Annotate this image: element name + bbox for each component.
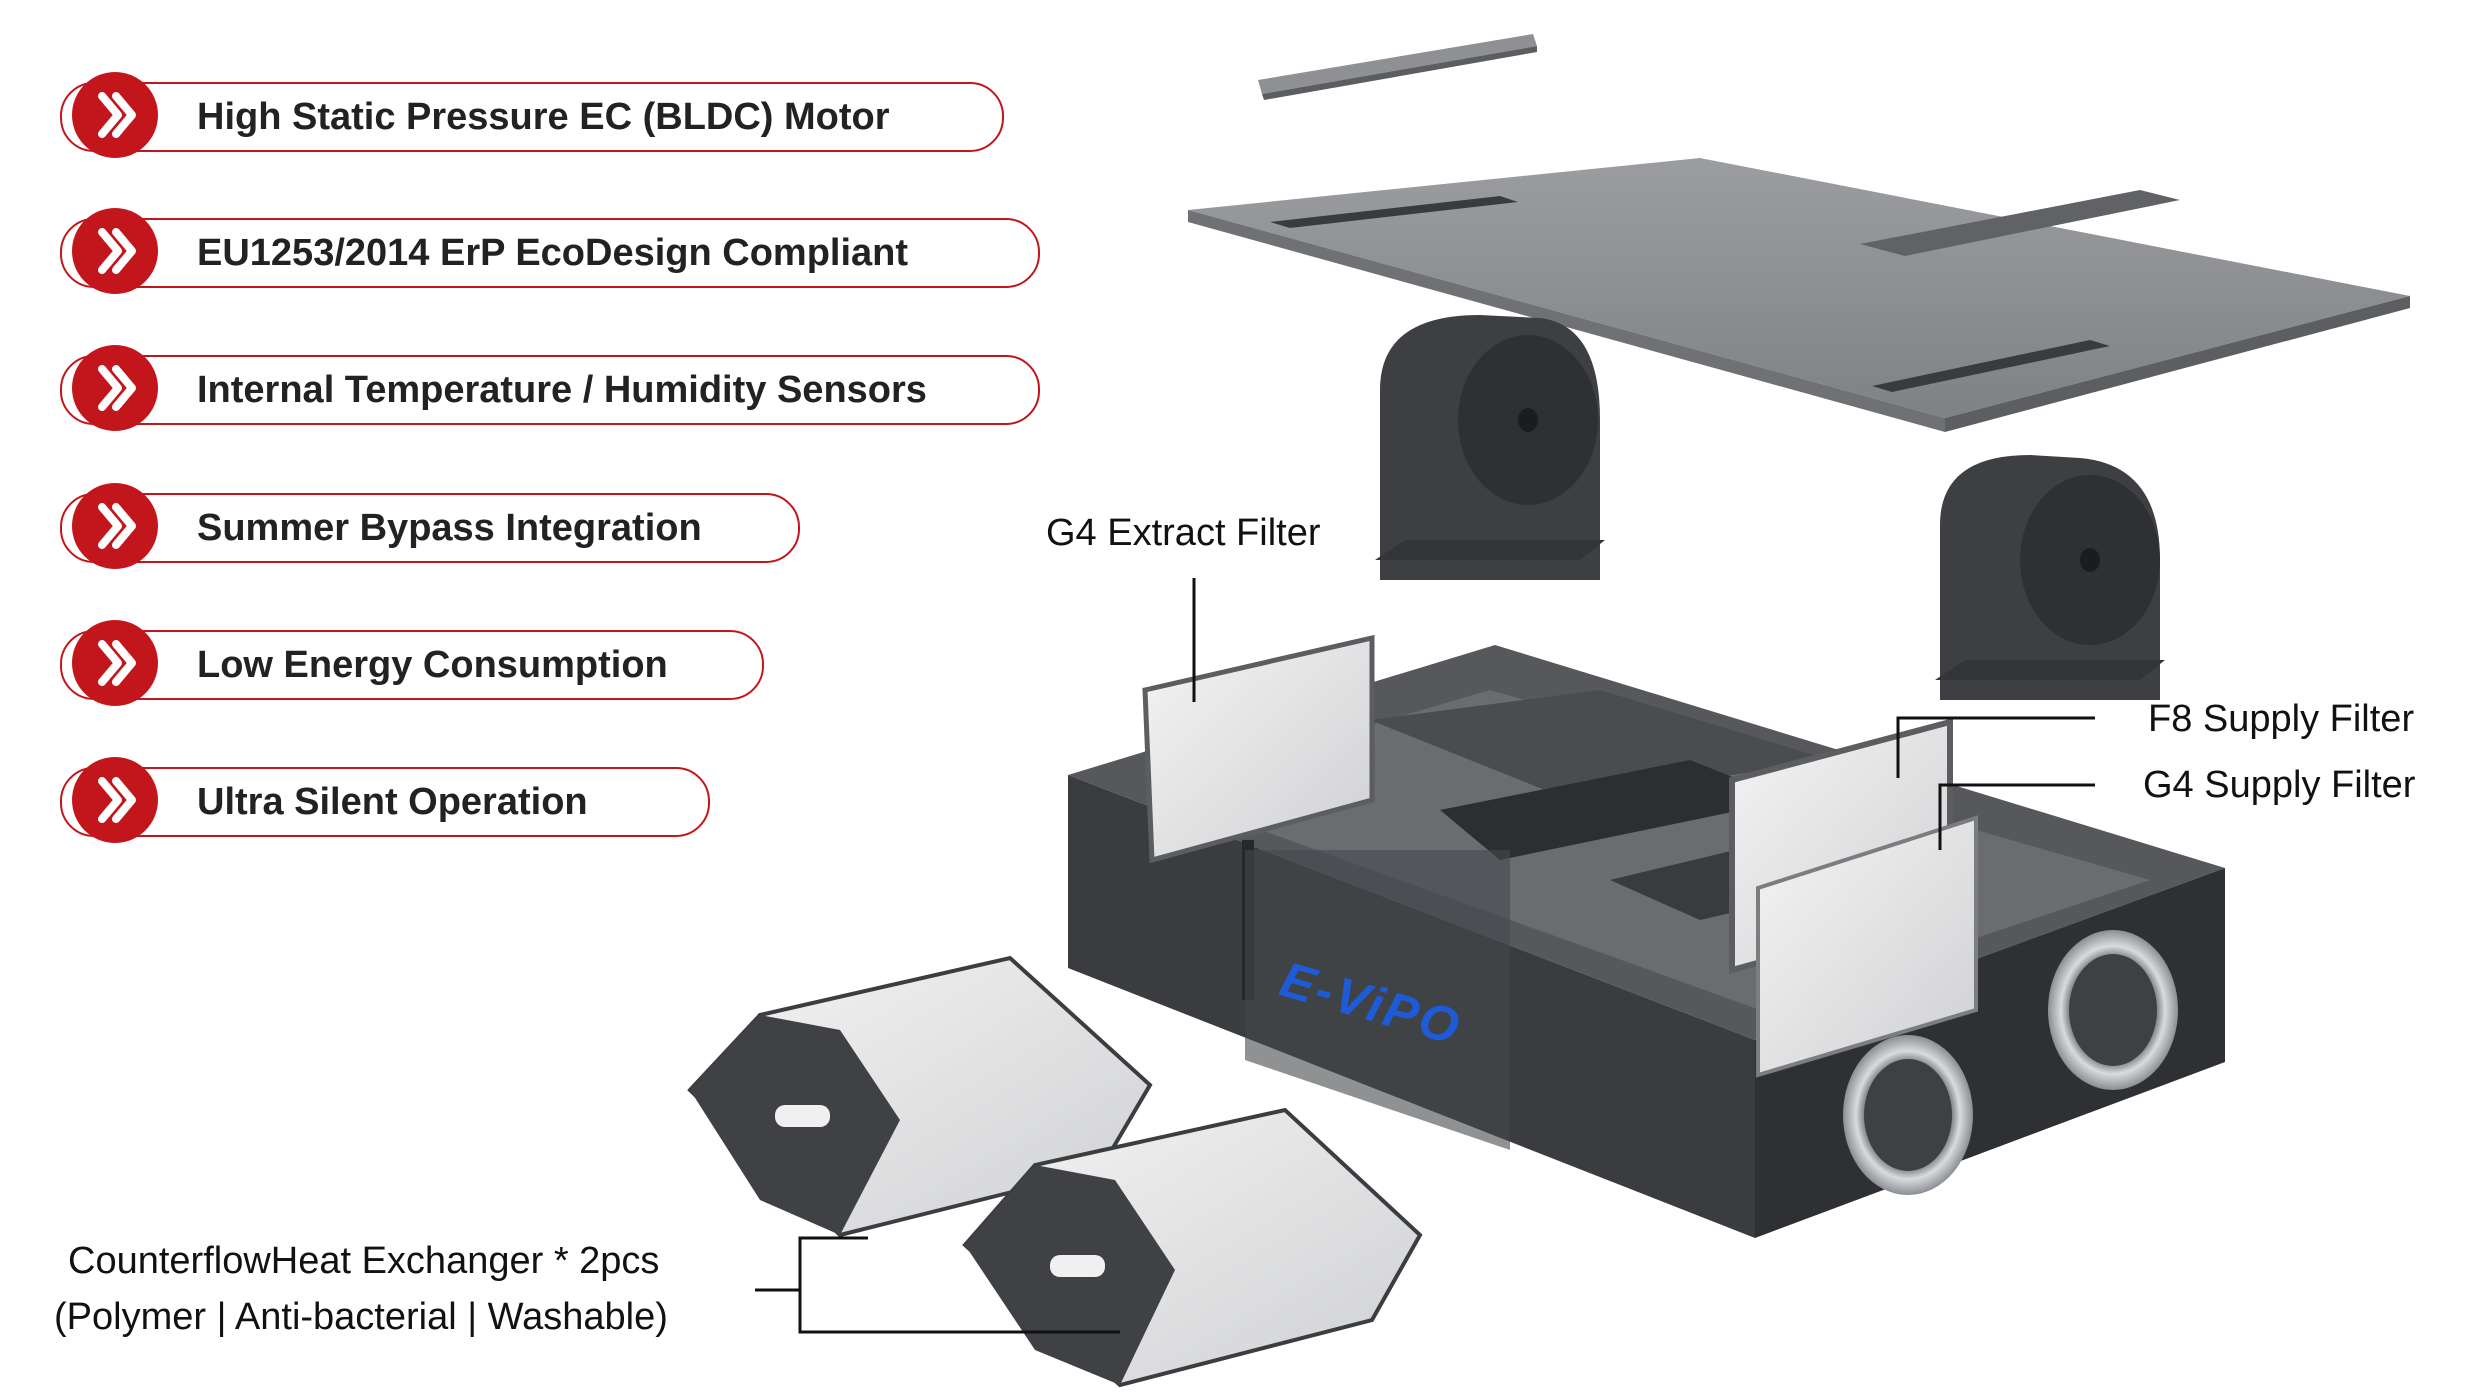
feature-label: EU1253/2014 ErP EcoDesign Compliant xyxy=(197,232,909,274)
heat-exchanger-sublabel: (Polymer | Anti-bacterial | Washable) xyxy=(54,1296,668,1338)
feature-label: Internal Temperature / Humidity Sensors xyxy=(197,369,927,411)
g4-extract-filter-label: G4 Extract Filter xyxy=(1046,512,1321,554)
feature-pill: EU1253/2014 ErP EcoDesign Compliant xyxy=(60,218,1040,288)
feature-pill: Low Energy Consumption xyxy=(60,630,764,700)
duct-spigot xyxy=(2048,930,2178,1090)
feature-pill: Ultra Silent Operation xyxy=(60,767,710,837)
callout-leaders xyxy=(755,578,2095,1334)
duct-spigot xyxy=(1843,1035,1973,1195)
lid-strip xyxy=(1258,34,1537,100)
double-chevron-right-icon xyxy=(72,72,158,158)
feature-label: Summer Bypass Integration xyxy=(197,507,702,549)
feature-pill: Internal Temperature / Humidity Sensors xyxy=(60,355,1040,425)
double-chevron-right-icon xyxy=(72,757,158,843)
feature-list: High Static Pressure EC (BLDC) Motor EU1… xyxy=(0,0,1100,900)
feature-label: High Static Pressure EC (BLDC) Motor xyxy=(197,96,890,138)
blower-fan xyxy=(1375,315,1605,580)
feature-label: Low Energy Consumption xyxy=(197,644,668,686)
feature-label: Ultra Silent Operation xyxy=(197,781,588,823)
heat-exchanger-label: CounterflowHeat Exchanger * 2pcs xyxy=(68,1240,660,1282)
heat-exchanger xyxy=(962,1107,1423,1388)
feature-pill: High Static Pressure EC (BLDC) Motor xyxy=(60,82,1004,152)
feature-pill: Summer Bypass Integration xyxy=(60,493,800,563)
blower-fan xyxy=(1935,455,2165,700)
double-chevron-right-icon xyxy=(72,208,158,294)
g4-supply-filter-label: G4 Supply Filter xyxy=(2143,764,2416,806)
top-cover-panel xyxy=(1188,158,2410,432)
double-chevron-right-icon xyxy=(72,620,158,706)
double-chevron-right-icon xyxy=(72,345,158,431)
f8-supply-filter-label: F8 Supply Filter xyxy=(2148,698,2415,740)
g4-supply-filter xyxy=(1756,815,1978,1078)
g4-extract-filter xyxy=(1142,634,1375,864)
double-chevron-right-icon xyxy=(72,483,158,569)
